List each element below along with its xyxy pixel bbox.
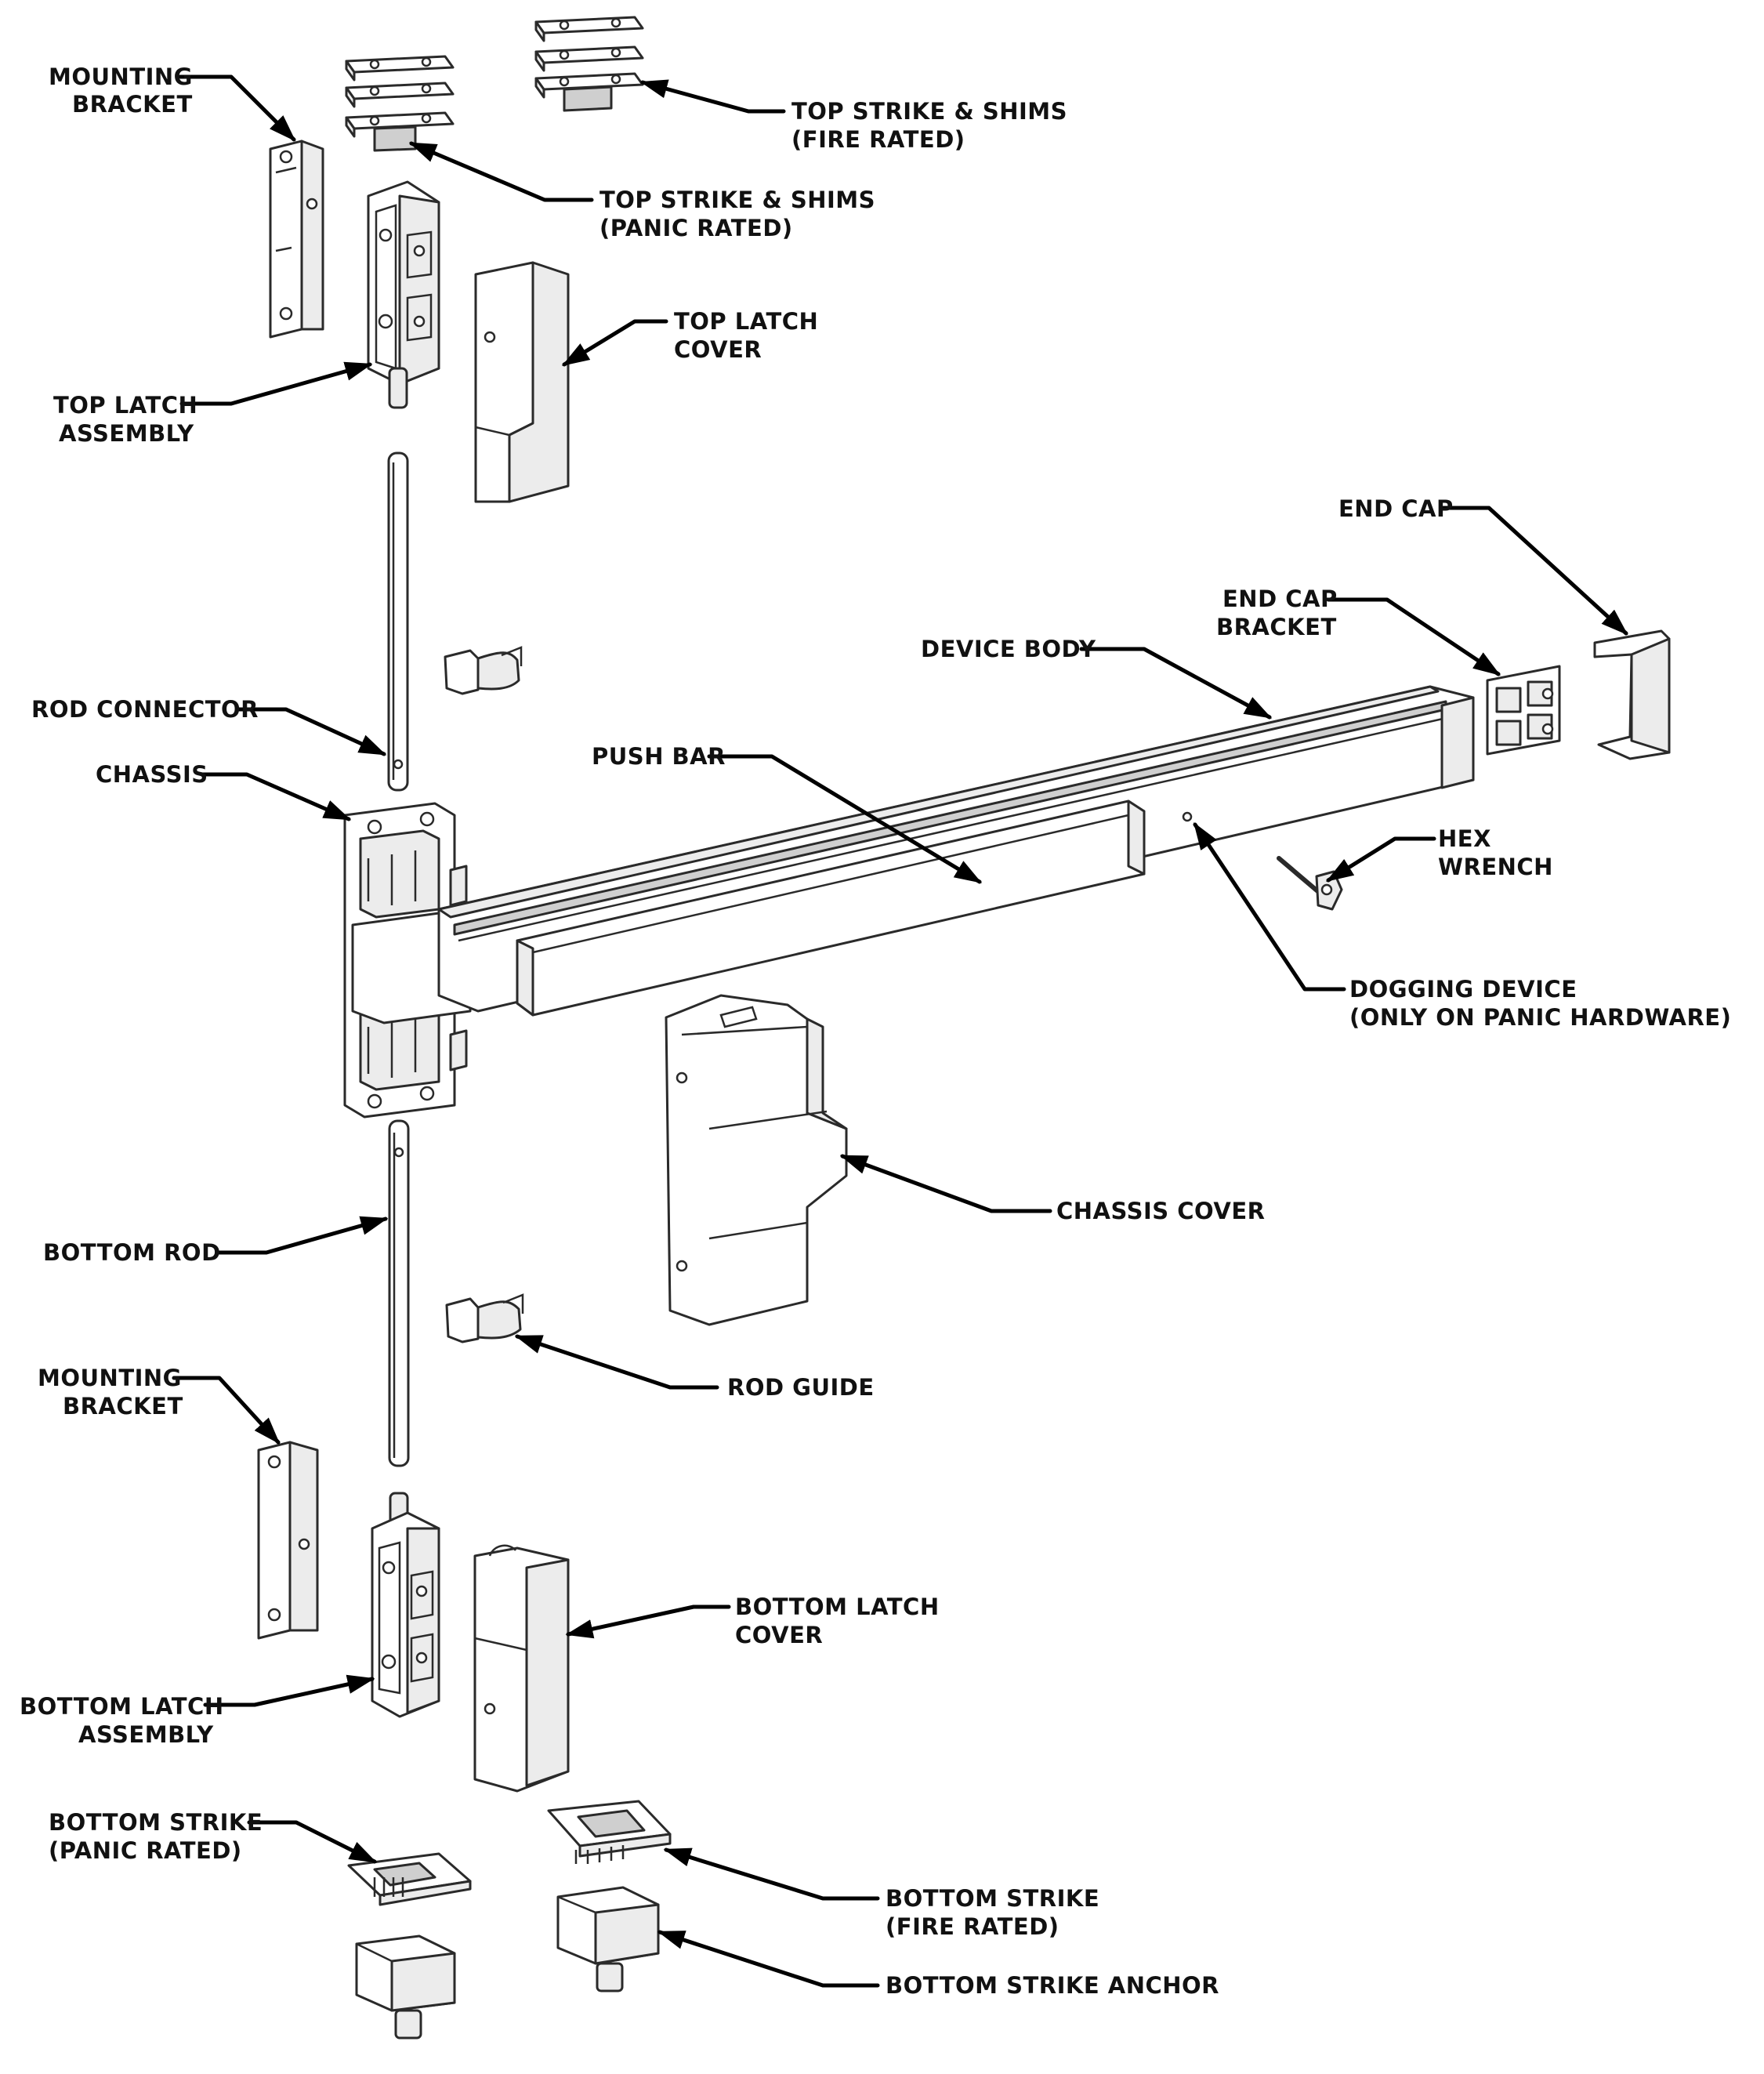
leader-device-body [1079, 647, 1273, 720]
leader-end-cap [1441, 506, 1628, 636]
label-chassis-cover: CHASSIS COVER [1056, 1198, 1265, 1224]
bottom-strike-anchor-panic-part [355, 1934, 456, 2040]
label-push-bar: PUSH BAR [592, 743, 726, 770]
top-rod-part [387, 451, 409, 792]
leader-mounting-bracket-top [178, 74, 296, 142]
leader-mounting-bracket-bottom [172, 1376, 281, 1445]
label-end-cap-bracket: END CAP BRACKET [1216, 586, 1346, 640]
label-top-latch-cover: TOP LATCH COVER [674, 308, 827, 363]
label-top-strike-fire: TOP STRIKE & SHIMS (FIRE RATED) [791, 98, 1076, 153]
bottom-strike-panic-rated-part [347, 1852, 472, 1906]
leader-push-bar [707, 754, 982, 884]
bottom-latch-cover-part [473, 1544, 570, 1793]
label-bottom-strike-panic: BOTTOM STRIKE (PANIC RATED) [49, 1809, 271, 1864]
lower-rod-guide-part [445, 1293, 524, 1343]
label-bottom-strike-anchor: BOTTOM STRIKE ANCHOR [886, 1972, 1219, 1999]
chassis-cover-part [665, 994, 848, 1326]
label-device-body: DEVICE BODY [921, 636, 1096, 662]
leader-bottom-latch-assembly [203, 1674, 375, 1707]
leader-bottom-strike-fire [663, 1847, 880, 1901]
label-bottom-strike-fire: BOTTOM STRIKE (FIRE RATED) [886, 1885, 1108, 1940]
leader-rod-guide [514, 1334, 719, 1390]
end-cap-part [1593, 629, 1671, 760]
top-strike-panic-rated-part [345, 55, 455, 152]
bottom-strike-anchor-fire-part [556, 1886, 660, 1992]
top-latch-assembly-part [367, 180, 440, 409]
upper-rod-guide-part [444, 646, 523, 695]
label-end-cap: END CAP [1338, 495, 1454, 522]
leader-chassis-cover [839, 1154, 1052, 1213]
label-mounting-bracket-top: MOUNTING BRACKET [49, 63, 201, 118]
leader-rod-connector [237, 707, 387, 756]
label-dogging-device: DOGGING DEVICE (ONLY ON PANIC HARDWARE) [1349, 976, 1731, 1031]
label-bottom-latch-assembly: BOTTOM LATCH ASSEMBLY [20, 1693, 232, 1748]
label-hex-wrench: HEX WRENCH [1438, 825, 1553, 880]
label-top-strike-panic: TOP STRIKE & SHIMS (PANIC RATED) [599, 187, 884, 241]
leader-bottom-strike-anchor [657, 1930, 880, 1988]
label-bottom-latch-cover: BOTTOM LATCH COVER [735, 1594, 947, 1648]
leader-bottom-rod [216, 1216, 389, 1255]
hex-wrench-part [1277, 856, 1343, 911]
leader-top-latch-cover [562, 319, 668, 367]
bottom-strike-fire-rated-part [547, 1800, 672, 1864]
label-rod-guide: ROD GUIDE [727, 1374, 875, 1401]
label-chassis: CHASSIS [96, 761, 208, 788]
label-mounting-bracket-bottom: MOUNTING BRACKET [38, 1365, 190, 1420]
leader-top-latch-assembly [179, 361, 373, 406]
leader-end-cap-bracket [1326, 597, 1501, 676]
top-latch-cover-part [474, 261, 570, 503]
bottom-mounting-bracket-part [257, 1441, 319, 1640]
leader-chassis [200, 772, 352, 821]
label-rod-connector: ROD CONNECTOR [31, 696, 259, 723]
leader-top-strike-panic [408, 141, 594, 202]
push-bar-part [516, 800, 1146, 1017]
leader-dogging-device [1193, 822, 1346, 992]
callout-labels: MOUNTING BRACKET TOP STRIKE & SHIMS (FIR… [20, 63, 1731, 1999]
end-cap-bracket-part [1486, 665, 1561, 756]
bottom-rod-part [388, 1119, 410, 1467]
top-strike-fire-rated-part [534, 16, 644, 112]
top-mounting-bracket-part [269, 140, 324, 339]
leader-hex-wrench [1326, 836, 1436, 883]
label-bottom-rod: BOTTOM ROD [43, 1239, 221, 1266]
bottom-latch-assembly-part [371, 1492, 440, 1718]
label-top-latch-assembly: TOP LATCH ASSEMBLY [53, 392, 206, 447]
leader-top-strike-fire [639, 79, 786, 114]
leader-lines [172, 74, 1628, 1988]
leader-bottom-latch-cover [565, 1604, 731, 1639]
leader-bottom-strike-panic [247, 1820, 378, 1864]
